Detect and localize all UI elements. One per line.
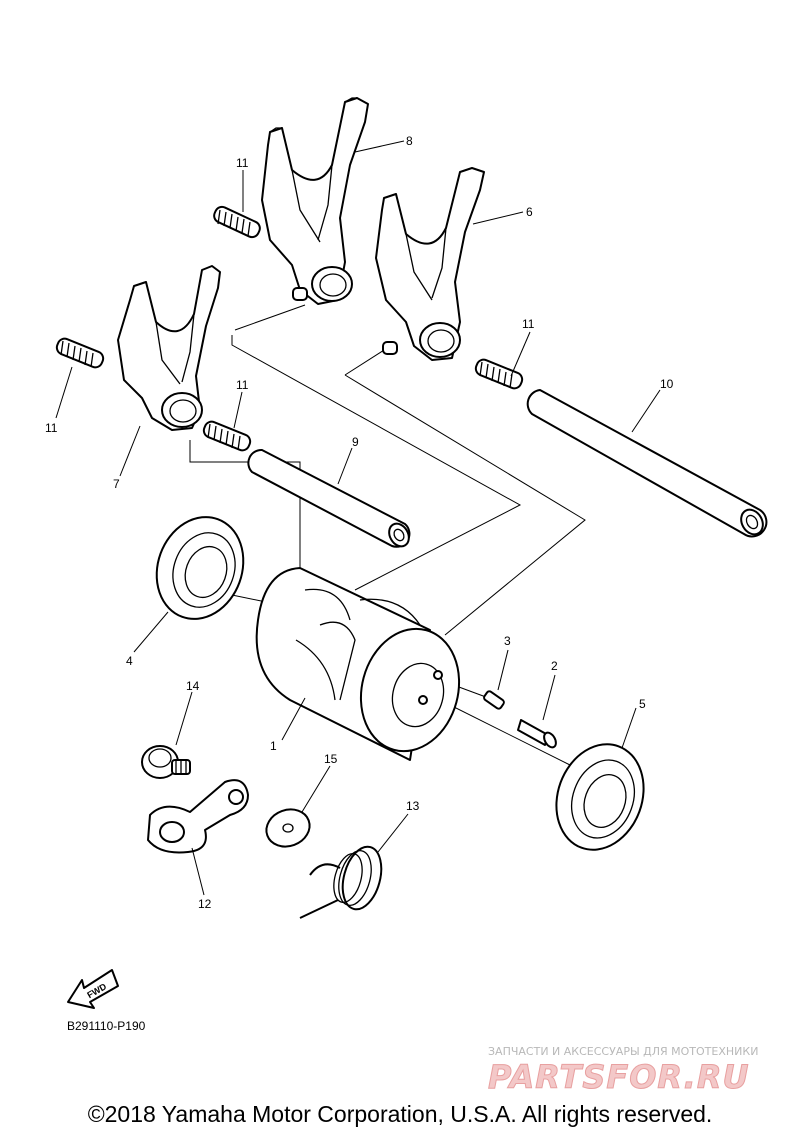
washer-15 [265,808,311,848]
shift-fork-7 [117,265,221,431]
spring-11-middle [202,420,252,452]
callout-11-middle: 11 [236,378,249,392]
callout-11-right: 11 [522,317,535,331]
spring-11-upper [213,205,261,239]
watermark-tagline: ЗАПЧАСТИ И АКСЕССУАРЫ ДЛЯ МОТОТЕХНИКИ [488,1045,758,1058]
leader-lines [55,140,661,896]
torsion-spring-13 [299,845,383,919]
callout-7: 7 [113,477,120,491]
shift-drum-1 [255,567,461,761]
callout-8: 8 [406,134,413,148]
callout-6: 6 [526,205,533,219]
bolt-14 [141,745,191,779]
fwd-arrow-icon: FWD [67,969,119,1009]
spring-11-right [474,358,524,390]
shift-fork-shaft-9 [247,448,411,548]
segment-12 [147,779,249,854]
shift-fork-6 [375,167,485,361]
pin-3 [483,690,505,710]
callout-11-left: 11 [45,421,58,435]
bearing-5 [555,743,645,851]
callout-12: 12 [198,897,212,911]
callout-14: 14 [186,679,200,693]
callout-1: 1 [270,739,277,753]
shift-fork-8 [261,97,369,305]
callout-4: 4 [126,654,133,668]
pin-2 [517,719,557,749]
callout-9: 9 [352,435,359,449]
callout-5: 5 [639,697,646,711]
callout-15: 15 [324,752,338,766]
callout-10: 10 [660,377,674,391]
copyright-notice: ©2018 Yamaha Motor Corporation, U.S.A. A… [87,1101,713,1127]
bearing-4 [155,516,245,620]
callout-11-upper: 11 [236,156,249,170]
callout-2: 2 [551,659,558,673]
callout-13: 13 [406,799,420,813]
diagram-code: B291110-P190 [67,1019,146,1033]
spring-11-left [55,337,105,369]
watermark: ЗАПЧАСТИ И АКСЕССУАРЫ ДЛЯ МОТОТЕХНИКИ PA… [488,1045,759,1097]
shift-fork-shaft-10 [526,389,768,538]
watermark-logo: PARTSFOR.RU [488,1058,749,1096]
callout-labels: 1 2 3 4 5 6 7 8 9 10 11 11 11 11 12 13 1… [45,134,674,911]
callout-3: 3 [504,634,511,648]
